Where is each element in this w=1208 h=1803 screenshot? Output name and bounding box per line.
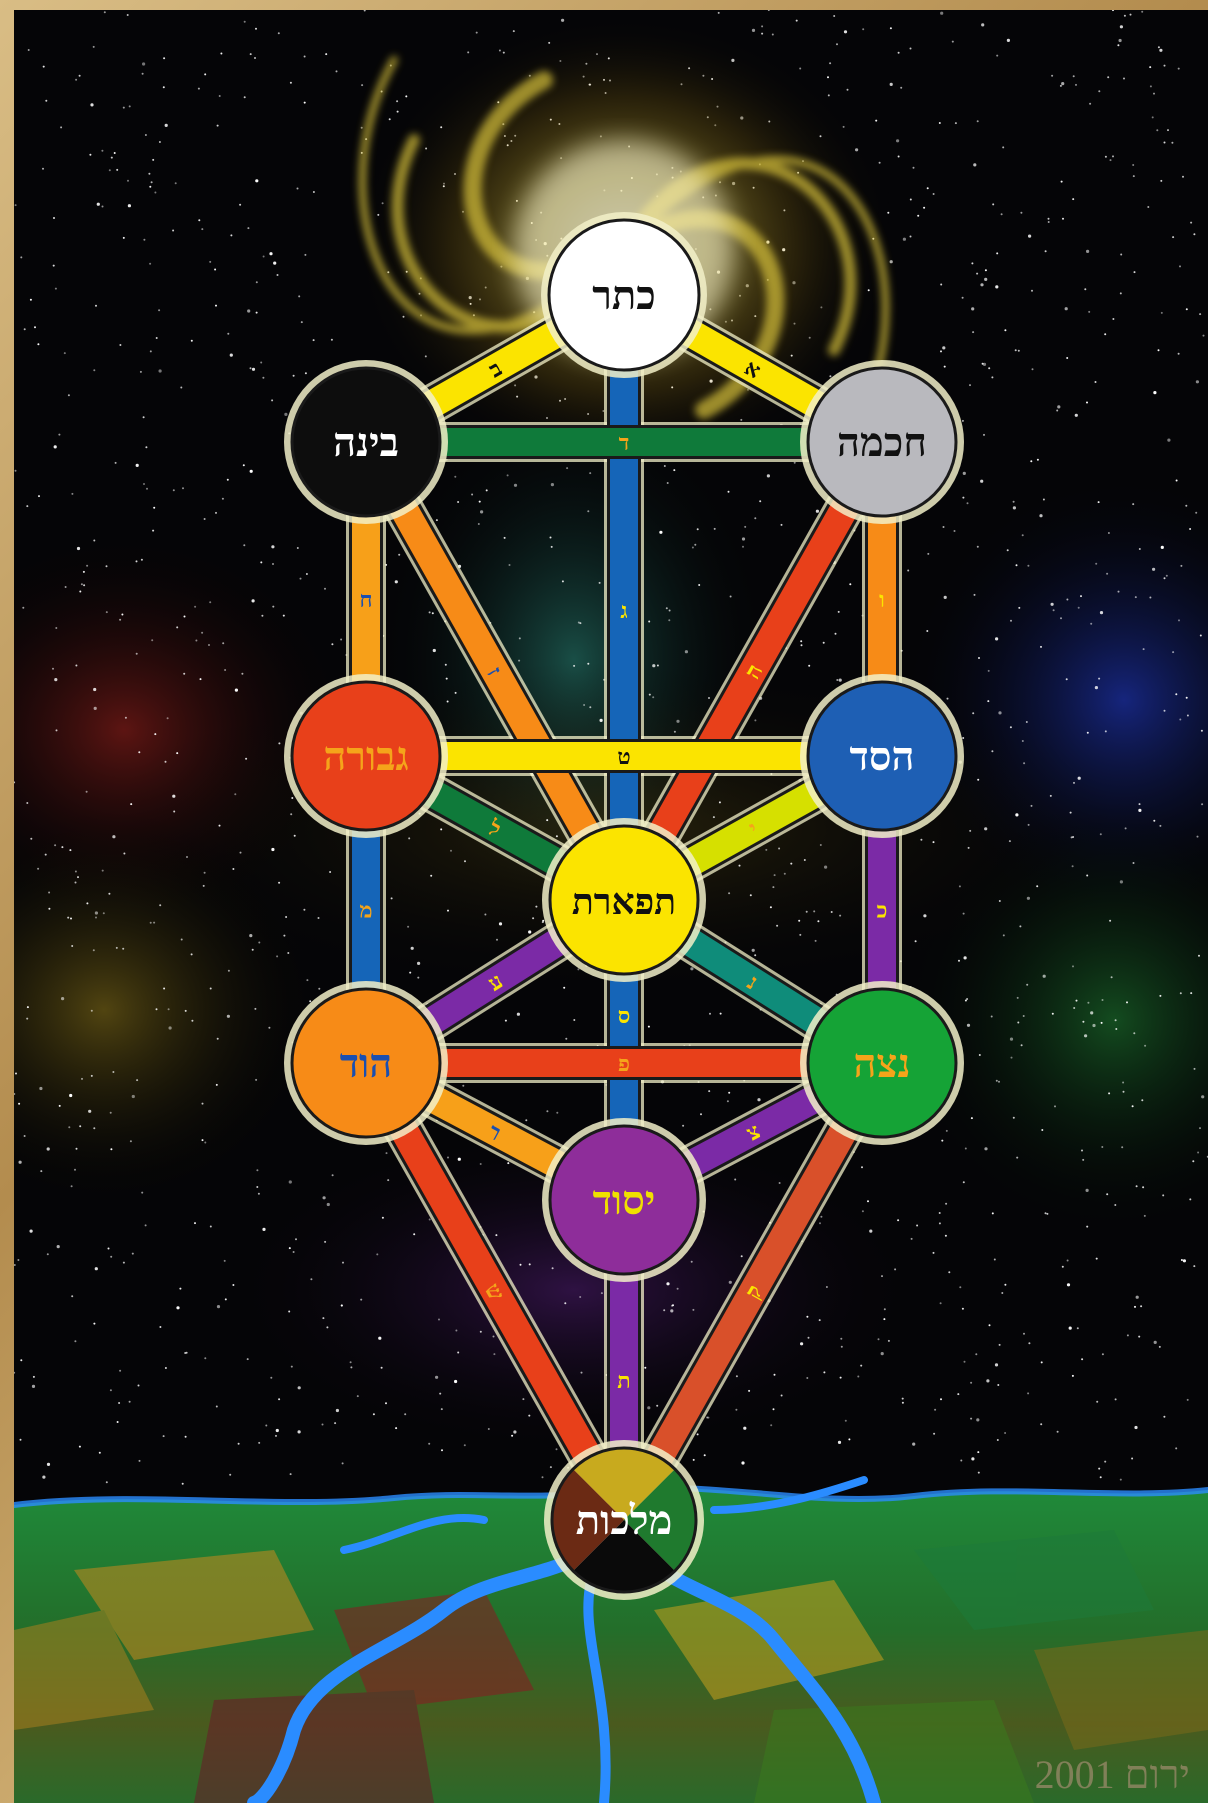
sephira-hod: הוד [284, 981, 448, 1145]
path-letter-4: ד [619, 430, 630, 456]
path-letter-17: פ [618, 1051, 630, 1077]
sephira-label-netzach: נצה [854, 1040, 911, 1087]
path-letter-13: מ [359, 898, 372, 924]
sephira-label-gevurah: גבורה [323, 733, 408, 780]
path-letter-22: ת [617, 1368, 630, 1394]
path-letter-15: ס [618, 1003, 631, 1029]
sephira-label-yesod: יסוד [593, 1177, 656, 1224]
path-letter-8: ח [359, 587, 372, 613]
sephira-chokhmah: חכמה [800, 360, 964, 524]
sephira-netzach: נצה [800, 981, 964, 1145]
sephira-chesed: הסד [800, 674, 964, 838]
sephira-yesod: יסוד [542, 1118, 706, 1282]
sephira-label-tiferet: תפארת [572, 881, 676, 923]
sephira-label-malkhut: מלכות [576, 1497, 673, 1544]
sephira-label-chokhmah: חכמה [837, 419, 927, 466]
path-letter-9: ט [617, 744, 630, 770]
sephira-binah: בינה [284, 360, 448, 524]
path-letter-3: ג [620, 598, 627, 624]
sephira-gevurah: גבורה [284, 674, 448, 838]
path-letter-6: ו [879, 587, 885, 613]
artist-signature: ירום 2001 [1035, 1752, 1190, 1797]
path-letter-11: כ [877, 898, 888, 924]
sephira-tiferet: תפארת [542, 818, 706, 982]
sephira-label-hod: הוד [340, 1040, 392, 1087]
sephira-keter: כתר [541, 212, 707, 378]
sephira-label-chesed: הסד [850, 733, 915, 780]
sephira-label-binah: בינה [333, 419, 399, 466]
sephira-label-keter: כתר [592, 272, 656, 319]
